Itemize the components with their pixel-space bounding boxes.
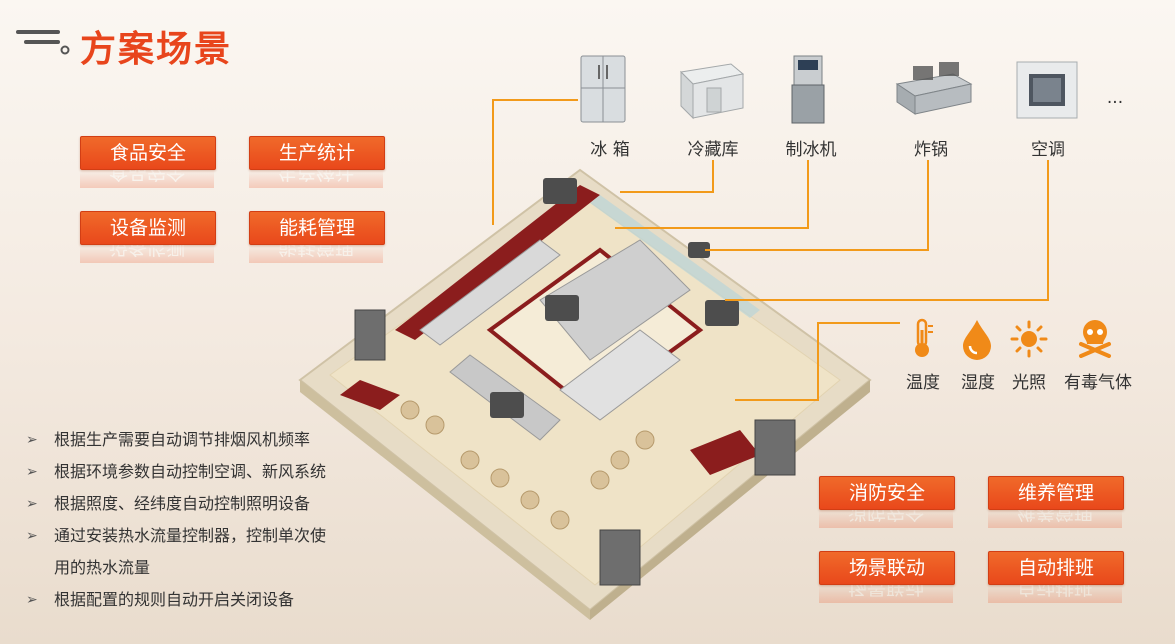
tag-scene-linkage: 场景联动 (819, 551, 955, 585)
cold-storage-icon (679, 63, 745, 120)
list-item: 通过安装热水流量控制器，控制单次使 (24, 520, 374, 552)
toxic-gas-icon (1079, 320, 1111, 358)
tag-maintenance: 维养管理 (988, 476, 1124, 510)
tag-equipment-monitor: 设备监测 (80, 211, 216, 245)
title-decoration-icon (16, 30, 70, 55)
device-label-cold-storage: 冷藏库 (687, 140, 739, 160)
sun-icon (1010, 320, 1048, 358)
sensor-label-light: 光照 (1012, 373, 1046, 393)
tag-food-safety: 食品安全 (80, 136, 216, 170)
device-label-fridge: 冰 箱 (590, 140, 630, 160)
page-title: 方案场景 (80, 29, 233, 70)
list-item: 根据生产需要自动调节排烟风机频率 (24, 424, 374, 456)
thermometer-icon (915, 318, 933, 357)
sensor-label-toxic-gas: 有毒气体 (1064, 373, 1132, 393)
fridge-icon (580, 55, 626, 123)
air-conditioner-icon (1016, 61, 1078, 119)
feature-list: 根据生产需要自动调节排烟风机频率 根据环境参数自动控制空调、新风系统 根据照度、… (24, 424, 374, 616)
sensor-label-temperature: 温度 (906, 373, 940, 393)
list-item: 根据环境参数自动控制空调、新风系统 (24, 456, 374, 488)
fryer-icon (895, 62, 973, 115)
ice-machine-icon (791, 55, 825, 124)
list-item-continuation: 用的热水流量 (54, 558, 151, 577)
tag-auto-scheduling: 自动排班 (988, 551, 1124, 585)
more-devices: ... (1106, 88, 1124, 108)
tag-fire-safety: 消防安全 (819, 476, 955, 510)
sensor-label-humidity: 湿度 (961, 373, 995, 393)
device-label-fryer: 炸锅 (914, 140, 948, 160)
list-item: 根据照度、经纬度自动控制照明设备 (24, 488, 374, 520)
device-label-ice-machine: 制冰机 (785, 140, 837, 160)
tag-production-stats: 生产统计 (249, 136, 385, 170)
device-label-air-conditioner: 空调 (1031, 140, 1065, 160)
water-drop-icon (963, 320, 991, 360)
tag-energy-management: 能耗管理 (249, 211, 385, 245)
list-item: 根据配置的规则自动开启关闭设备 (24, 584, 374, 616)
